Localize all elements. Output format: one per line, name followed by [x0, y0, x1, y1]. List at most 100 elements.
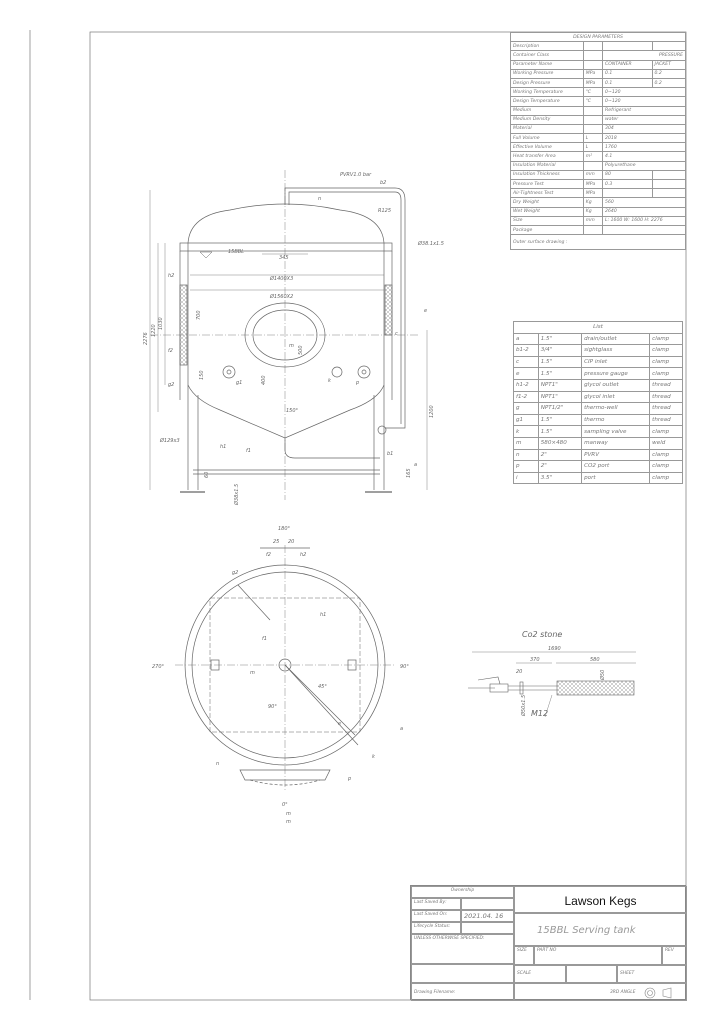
- part-description: CO2 port: [581, 460, 651, 473]
- projection-cell: 3RD ANGLE: [514, 983, 687, 1001]
- label-brace: Ø38x1.5: [233, 484, 240, 506]
- design-parameter-row: Description: [510, 41, 686, 52]
- part-description: glycol inlet: [581, 390, 651, 404]
- param-container: 560: [602, 197, 686, 208]
- parts-list-title: List: [513, 321, 683, 334]
- param-name: Design Temperature: [510, 96, 584, 107]
- drawing-filename: Drawing Filename:: [411, 983, 514, 1001]
- param-jacket: [651, 169, 686, 181]
- co2-thread: M12: [531, 709, 548, 718]
- label-b2: b2: [380, 180, 386, 186]
- label-leg: Ø129x3: [159, 437, 180, 444]
- label-n: n: [318, 196, 321, 202]
- part-connection: thread: [649, 378, 683, 392]
- label-90: 90°: [400, 664, 409, 670]
- label-pvrv: PVRV1.0 bar: [340, 172, 372, 178]
- param-container: Refrigerant: [602, 105, 686, 116]
- param-container: 0.1: [602, 77, 653, 89]
- label-level: 15BBL: [228, 249, 244, 255]
- param-container: 304: [602, 123, 686, 135]
- part-port-id: k: [513, 425, 539, 438]
- param-name: Heat transfer Area: [510, 151, 584, 162]
- label-tv-m: m: [250, 670, 255, 676]
- label-h1030: 1030: [158, 317, 164, 330]
- param-unit: [582, 224, 604, 236]
- label-tv-n: n: [216, 761, 219, 767]
- size-label: SIZE: [514, 946, 534, 965]
- part-connection: clamp: [649, 471, 683, 485]
- param-unit: Kg: [582, 206, 604, 217]
- part-size: 2": [537, 460, 583, 473]
- label-tv-p: p: [347, 776, 351, 782]
- param-unit: MPa: [582, 68, 604, 79]
- param-name: Wet Weight: [510, 206, 584, 217]
- param-name: Pressure Test: [510, 178, 584, 190]
- label-h2276: 2276: [143, 332, 149, 345]
- param-unit: [582, 105, 604, 116]
- label-g2: g2: [168, 382, 174, 388]
- param-unit: [582, 160, 604, 171]
- part-size: 1.5": [537, 425, 583, 438]
- param-unit: [582, 123, 604, 135]
- label-d150: 150: [199, 370, 205, 380]
- param-container: [602, 41, 653, 52]
- last-saved-by-label: Last Saved By:: [411, 898, 461, 910]
- param-container: 0~120: [602, 87, 686, 98]
- label-c: c: [395, 331, 398, 337]
- label-f1: f1: [246, 448, 251, 454]
- param-jacket: 0.2: [651, 68, 686, 79]
- ownership: Ownership: [411, 886, 514, 898]
- insulation-right: [384, 284, 393, 336]
- part-port-id: a: [513, 332, 539, 346]
- param-container: 2018: [602, 133, 686, 144]
- label-d60: 60: [204, 472, 210, 478]
- unless-otherwise-specified: UNLESS OTHERWISE SPECIFIED:: [411, 934, 514, 964]
- part-size: 3/4": [537, 344, 583, 357]
- param-name: Working Temperature: [510, 87, 584, 98]
- part-size: 3.5": [537, 471, 583, 485]
- label-tv-g2: g2: [232, 570, 238, 576]
- label-e: e: [424, 308, 427, 314]
- blank-cell: [411, 964, 514, 983]
- param-unit: MPa: [582, 188, 604, 199]
- part-connection: clamp: [649, 367, 683, 380]
- label-0: 0°: [282, 802, 288, 808]
- label-tv-e: e: [338, 721, 341, 727]
- label-d165: 165: [406, 468, 412, 478]
- param-container: 0~120: [602, 96, 686, 107]
- projection-label: 3RD ANGLE: [610, 990, 636, 995]
- label-90b: 90°: [268, 704, 277, 710]
- param-name: Medium: [510, 105, 584, 116]
- label-g1: g1: [236, 380, 242, 386]
- part-port-id: e: [513, 367, 539, 380]
- label-d500: 500: [298, 345, 304, 355]
- part-port-id: m: [513, 436, 539, 450]
- part-connection: clamp: [649, 344, 683, 357]
- part-connection: thread: [649, 413, 683, 427]
- param-name: Insulation Thickness: [510, 169, 584, 181]
- insulation-left: [179, 284, 188, 366]
- param-jacket: 0.2: [651, 77, 686, 89]
- label-d20: 20: [288, 539, 294, 545]
- param-jacket: [651, 188, 686, 199]
- part-size: 580×480: [537, 436, 583, 450]
- param-unit: ℃: [582, 87, 604, 98]
- co2-stone-cylinder: [556, 680, 635, 696]
- label-h1: h1: [220, 444, 226, 450]
- part-description: sightglass: [581, 344, 651, 357]
- param-container: PRESSURE: [602, 50, 686, 61]
- param-name: Medium Density: [510, 114, 584, 125]
- part-port-id: g: [513, 402, 539, 415]
